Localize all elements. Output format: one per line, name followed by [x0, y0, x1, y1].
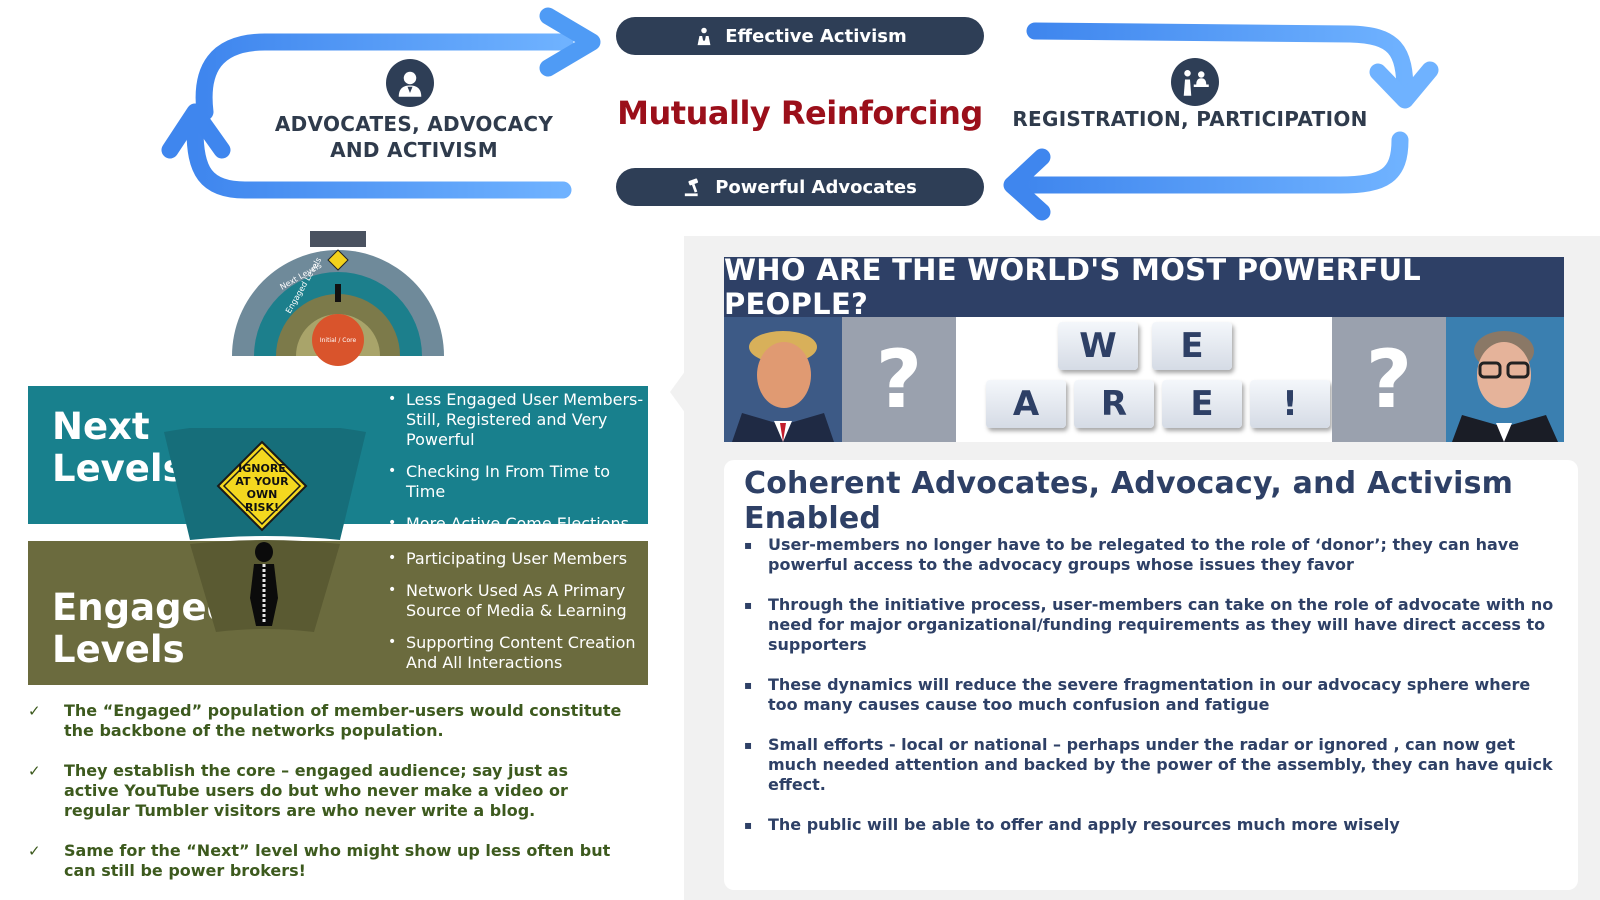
sign-line2: AT YOUR: [235, 475, 289, 488]
advocates-label-line2: AND ACTIVISM: [330, 138, 498, 162]
next-levels-item: More Active Come Elections: [386, 513, 648, 534]
engaged-levels-item: Network Used As A Primary Source of Medi…: [386, 580, 648, 621]
portrait-right-photo: [1446, 317, 1564, 442]
note-item: ✓The “Engaged” population of member-user…: [28, 701, 622, 740]
next-levels-item: Checking In From Time to Time: [386, 461, 648, 502]
letter-tile: W: [1058, 322, 1138, 370]
content-card: Coherent Advocates, Advocacy, and Activi…: [724, 460, 1578, 890]
arrow-bottom-left: [186, 121, 572, 199]
check-icon: ✓: [28, 762, 41, 780]
letter-tile: E: [1152, 322, 1232, 370]
advocate-person-badge: [386, 59, 434, 107]
engaged-levels-band: Engaged Levels Participating User Member…: [28, 541, 648, 685]
letter-tile: !: [1250, 380, 1330, 428]
content-item: User-members no longer have to be relega…: [744, 535, 1564, 575]
cycle-arrows: [161, 7, 1439, 221]
content-item: Through the initiative process, user-mem…: [744, 595, 1564, 655]
content-list: User-members no longer have to be relega…: [744, 535, 1564, 855]
sign-mini: [327, 249, 349, 271]
note-item: ✓Same for the “Next” level who might sho…: [28, 841, 611, 880]
engaged-levels-item: Participating User Members: [386, 548, 648, 569]
gavel-icon: [685, 178, 699, 197]
powerful-advocates-label: Powerful Advocates: [715, 176, 917, 198]
sign-line4: RISK!: [245, 501, 279, 514]
next-levels-title-line1: Next: [52, 405, 150, 448]
note-item: ✓They establish the core – engaged audie…: [28, 761, 568, 820]
content-item: Small efforts - local or national – perh…: [744, 735, 1564, 795]
registration-badge: [1171, 58, 1219, 106]
engaged-levels-title: Engaged Levels: [52, 587, 233, 671]
arrow-top-right: [1026, 22, 1414, 101]
effective-activism-pill: Effective Activism: [616, 17, 984, 55]
notes-list: ✓The “Engaged” population of member-user…: [28, 701, 628, 900]
content-item: The public will be able to offer and app…: [744, 815, 1564, 835]
letter-tile: E: [1162, 380, 1242, 428]
next-levels-item: Less Engaged User Members- Still, Regist…: [386, 389, 648, 450]
engaged-levels-title-line2: Levels: [52, 628, 185, 671]
powerful-people-banner: WHO ARE THE WORLD'S MOST POWERFUL PEOPLE…: [724, 253, 1564, 321]
person-icon: [398, 71, 422, 97]
arrowhead-top-left: [539, 7, 601, 77]
core-label: Initial / Core: [320, 337, 357, 344]
registration-label: REGISTRATION, PARTICIPATION: [1012, 107, 1368, 131]
spine-mini: [335, 284, 341, 302]
powerful-advocates-pill: Powerful Advocates: [616, 168, 984, 206]
letter-tile: R: [1074, 380, 1154, 428]
arrowhead-bottom-right: [1003, 148, 1051, 221]
advocates-label: ADVOCATES, ADVOCACY AND ACTIVISM: [264, 111, 564, 163]
content-item: These dynamics will reduce the severe fr…: [744, 675, 1564, 715]
registration-desk-icon: [1183, 70, 1209, 96]
crowd-photo: [310, 231, 366, 247]
arrow-bottom-right: [1016, 131, 1409, 194]
panel-notch: [670, 370, 686, 414]
levels-semicircle-chart: Distant Levels Next Levels Engaged Level…: [232, 231, 444, 366]
mutually-reinforcing-title: Mutually Reinforcing: [617, 94, 983, 132]
arrow-top-left: [195, 33, 574, 121]
question-mark-right: ?: [1332, 317, 1446, 442]
hands-icon: [697, 27, 711, 46]
check-icon: ✓: [28, 702, 41, 720]
advocates-label-line1: ADVOCATES, ADVOCACY: [274, 112, 554, 136]
arrowhead-bottom-left: [161, 103, 231, 159]
check-icon: ✓: [28, 842, 41, 860]
photo-strip: ? W E A R E ! ?: [724, 317, 1564, 442]
engaged-levels-title-line1: Engaged: [52, 586, 234, 629]
portrait-left-photo: [724, 317, 842, 442]
next-levels-title-line2: Levels: [52, 447, 185, 490]
levels-funnel: IGNORE AT YOUR OWN RISK!: [164, 428, 366, 632]
engaged-levels-list: Participating User Members Network Used …: [386, 548, 648, 685]
question-mark-left: ?: [842, 317, 956, 442]
spine-silhouette-icon: [250, 542, 278, 626]
effective-activism-label: Effective Activism: [725, 25, 907, 47]
sign-line1: IGNORE: [238, 462, 286, 475]
next-levels-list: Less Engaged User Members- Still, Regist…: [386, 389, 648, 546]
arrowhead-top-right: [1369, 61, 1439, 109]
sign-line3: OWN: [247, 488, 278, 501]
core-circle: [312, 314, 364, 366]
engaged-levels-item: Supporting Content Creation And All Inte…: [386, 632, 648, 673]
letter-tile: A: [986, 380, 1066, 428]
warning-sign: [216, 440, 308, 532]
next-levels-title: Next Levels: [52, 406, 185, 490]
content-title: Coherent Advocates, Advocacy, and Activi…: [744, 466, 1514, 536]
